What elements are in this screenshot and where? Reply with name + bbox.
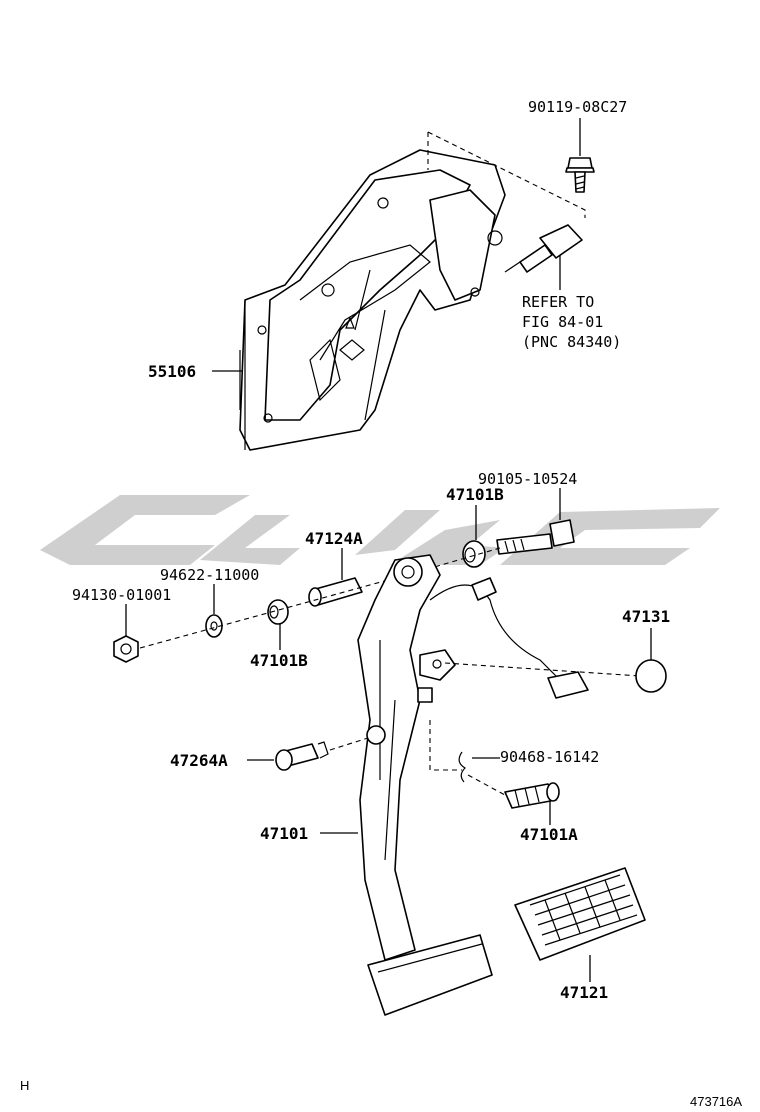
pivot-bolt <box>496 519 575 555</box>
pedal-arm <box>357 554 456 961</box>
label-47264A: 47264A <box>170 751 228 770</box>
pedal-pad <box>514 867 646 961</box>
label-90119-08C27: 90119-08C27 <box>528 98 627 116</box>
label-47101: 47101 <box>260 824 308 843</box>
clevis-pin <box>275 741 329 771</box>
label-90468-16142: 90468-16142 <box>500 748 599 766</box>
retaining-clip <box>458 751 466 783</box>
label-55106: 55106 <box>148 362 196 381</box>
pedal-stopper <box>635 659 667 693</box>
watermark-logo <box>40 495 720 565</box>
label-47101B-upper: 47101B <box>446 485 504 504</box>
reference-line-3: (PNC 84340) <box>522 333 621 351</box>
stop-lamp-switch <box>504 224 583 273</box>
reference-line-2: FIG 84-01 <box>522 313 603 331</box>
label-47124A: 47124A <box>305 529 363 548</box>
sensor-harness <box>429 577 589 699</box>
collar <box>308 577 363 607</box>
pedal-bracket <box>239 149 506 451</box>
bushing-upper <box>462 540 486 568</box>
bushing-lower <box>267 599 289 625</box>
label-94130-01001: 94130-01001 <box>72 586 171 604</box>
label-94622-11000: 94622-11000 <box>160 566 259 584</box>
spring-pin <box>504 782 560 809</box>
reference-line-1: REFER TO <box>522 293 594 311</box>
footer-code: H <box>20 1078 29 1093</box>
footer-figure-id: 473716A <box>690 1094 742 1109</box>
nut <box>113 635 139 663</box>
label-47121: 47121 <box>560 983 608 1002</box>
label-47101A: 47101A <box>520 825 578 844</box>
label-47101B-lower: 47101B <box>250 651 308 670</box>
pedal-foot-plate <box>367 934 493 1016</box>
flange-bolt-top <box>565 157 595 193</box>
label-47131: 47131 <box>622 607 670 626</box>
label-90105-10524: 90105-10524 <box>478 470 577 488</box>
